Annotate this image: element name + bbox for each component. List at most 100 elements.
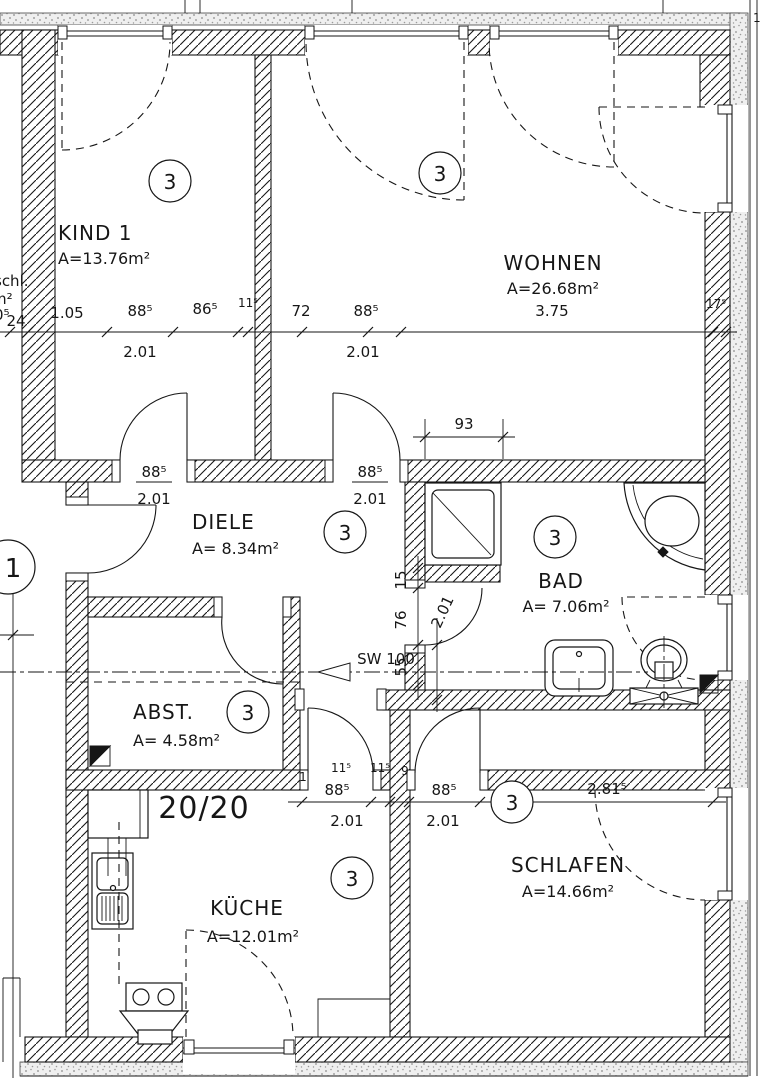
room-area-diele: A= 8.34m² <box>192 539 279 558</box>
dim-375: 3.75 <box>535 302 568 320</box>
room-name-abst: ABST. <box>133 700 194 724</box>
door-swing-abst <box>221 616 284 685</box>
pos-tag: 3 <box>506 791 519 815</box>
dim-115b: 11⁵ <box>370 761 390 775</box>
toilet <box>629 636 699 712</box>
stairwell-number: 1 <box>5 554 22 584</box>
walls <box>0 29 731 1063</box>
window-swing-bad <box>621 596 706 681</box>
window-swing-wohnen-1 <box>305 41 465 201</box>
door-swing-kueche <box>307 707 374 774</box>
room-area-abst: A= 4.58m² <box>133 731 220 750</box>
edge-fragment-05: 0⁵ <box>0 306 10 324</box>
room-name-kueche: KÜCHE <box>210 896 284 920</box>
shower <box>424 482 502 566</box>
markers <box>0 662 720 768</box>
edge-fragment-schl: schl. <box>0 272 29 290</box>
bottom-chain-ticks <box>296 796 719 808</box>
dim-93: 93 <box>454 415 473 433</box>
dim-885a: 88⁵ <box>127 302 152 320</box>
edge-fragment-m2: m² <box>0 290 13 308</box>
dim-1: 1 <box>299 770 307 784</box>
dim-24: 24 <box>6 312 25 330</box>
kitchen-counter <box>317 998 390 1037</box>
window-swing-wohnen-east <box>598 106 706 214</box>
door-swing-wohnen <box>332 392 401 461</box>
room-name-kind1: KIND 1 <box>58 221 132 245</box>
pos-tag: 3 <box>346 867 359 891</box>
room-area-kueche: A=12.01m² <box>207 927 299 946</box>
dim-72: 72 <box>291 302 310 320</box>
pos-tag: 3 <box>549 526 562 550</box>
room-area-kind1: A=13.76m² <box>58 249 150 268</box>
edge-fragment-tr: 1 <box>753 11 760 25</box>
shaft <box>87 789 149 876</box>
annotations: SW 100 20/20 schl. m² 0⁵ 1 <box>0 11 760 826</box>
column-label: 20/20 <box>158 791 249 826</box>
door-swing-bad <box>424 587 483 646</box>
room-name-bad: BAD <box>538 569 584 593</box>
pos-circle-schlafen: 3 <box>490 780 534 824</box>
pos-tag: 3 <box>164 170 177 194</box>
pos-tag: 3 <box>242 701 255 725</box>
bathtub <box>623 482 706 571</box>
room-name-diele: DIELE <box>192 510 255 534</box>
dim-105: 1.05 <box>50 304 83 322</box>
door-swing-schlafen <box>414 707 481 774</box>
windows <box>57 25 748 1074</box>
door-swing-kind1 <box>119 392 188 461</box>
door-schlafen-height: 2.01 <box>426 812 459 830</box>
dim-badtuer-201: 2.01 <box>427 593 457 631</box>
dim-201a: 2.01 <box>123 343 156 361</box>
stairwell-circle: 1 <box>0 539 36 595</box>
pos-circle-abst: 3 <box>226 690 270 734</box>
door-schlafen-width: 88⁵ <box>431 781 456 799</box>
door-swing-entry <box>87 504 157 574</box>
kitchen-sink <box>91 852 134 930</box>
pos-circle-wohnen: 3 <box>418 151 462 195</box>
door-kueche-width: 88⁵ <box>324 781 349 799</box>
dim-885b: 88⁵ <box>353 302 378 320</box>
pos-circle-kind1: 3 <box>148 159 192 203</box>
doors <box>65 392 489 791</box>
window-swing-kind1 <box>61 41 171 151</box>
dim-15: 15 <box>392 570 410 589</box>
door-kueche-height: 2.01 <box>330 812 363 830</box>
dim-865: 86⁵ <box>192 300 217 318</box>
pos-circle-diele: 3 <box>323 510 367 554</box>
dim-55: 55 <box>392 657 410 676</box>
dim-115a: 11⁵ <box>331 761 351 775</box>
room-area-schlafen: A=14.66m² <box>522 882 614 901</box>
pos-circle-bad: 3 <box>533 515 577 559</box>
room-labels: KIND 1 A=13.76m² WOHNEN A=26.68m² DIELE … <box>58 221 625 946</box>
dimension-labels: 24 1.05 88⁵ 2.01 86⁵ 11⁵ 72 88⁵ 2.01 3.7… <box>6 296 726 830</box>
dim-76: 76 <box>392 610 410 629</box>
room-name-wohnen: WOHNEN <box>503 251 602 275</box>
room-area-bad: A= 7.06m² <box>522 597 609 616</box>
window-swing-kueche <box>185 929 294 1038</box>
door-kind1-height: 2.01 <box>137 490 170 508</box>
pos-circle-kueche: 3 <box>330 856 374 900</box>
dim-2815: 2.81⁵ <box>587 780 626 798</box>
door-wohnen-height: 2.01 <box>353 490 386 508</box>
stove <box>118 982 190 1045</box>
dim-9: 9 <box>401 764 409 778</box>
room-name-schlafen: SCHLAFEN <box>511 853 625 877</box>
washbasin <box>544 639 614 697</box>
door-kind1-width: 88⁵ <box>141 463 166 481</box>
window-swing-schlafen <box>594 789 706 901</box>
sewer-arrow <box>316 662 351 682</box>
sewer-label: SW 100 <box>357 650 415 668</box>
pos-tag: 3 <box>339 521 352 545</box>
top-chain-ticks <box>4 326 732 338</box>
room-area-wohnen: A=26.68m² <box>507 279 599 298</box>
position-circles: 3 3 3 3 3 3 3 1 <box>0 151 577 900</box>
fixtures <box>66 482 706 1045</box>
dim-115: 11⁵ <box>238 296 258 310</box>
pos-tag: 3 <box>434 162 447 186</box>
door-wohnen-width: 88⁵ <box>357 463 382 481</box>
window-swing-wohnen-2 <box>488 41 615 168</box>
